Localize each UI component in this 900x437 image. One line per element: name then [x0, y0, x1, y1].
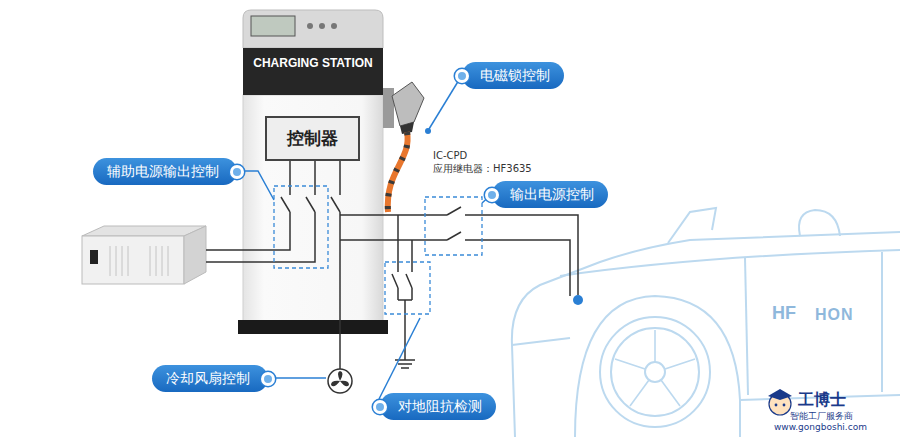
controller-box: 控制器 — [265, 116, 360, 161]
watermark: www.gongboshi.com — [774, 422, 867, 432]
dashed-group — [274, 186, 482, 314]
watermark: 工博士 — [798, 390, 846, 411]
node-text: 辅助电源输出控制 — [107, 163, 219, 179]
ring-marker — [373, 400, 387, 414]
station-title: CHARGING STATION — [253, 56, 373, 71]
ring-marker — [455, 69, 469, 83]
watermark: 智能工厂服务商 — [790, 411, 853, 421]
node-text: 控制器 — [287, 127, 338, 150]
relay-note: 应用继电器：HF3635 — [433, 163, 532, 175]
node-text: 电磁锁控制 — [480, 67, 550, 83]
node-text: 对地阻抗检测 — [398, 398, 482, 414]
car-logo: HF — [772, 303, 796, 324]
charge-port-dot — [573, 295, 583, 305]
leader-dot — [425, 128, 431, 134]
callout-pill: 输出电源控制 — [492, 181, 608, 208]
node-text: 冷却风扇控制 — [166, 370, 250, 386]
callout-pill: 对地阻抗检测 — [380, 393, 496, 420]
relay-note: IC-CPD — [433, 150, 467, 162]
ring-marker — [261, 372, 275, 386]
callout-pill: 电磁锁控制 — [462, 62, 564, 89]
ring-marker — [485, 188, 499, 202]
power-supply — [82, 226, 206, 284]
cooling-fan — [328, 369, 352, 393]
callout-pill: 辅助电源输出控制 — [93, 158, 237, 185]
node-text: 输出电源控制 — [510, 186, 594, 202]
charging-station — [238, 10, 424, 334]
car-logo: HON — [815, 306, 854, 324]
leader-line — [237, 75, 492, 399]
ring-marker — [230, 165, 244, 179]
watermark-icon — [768, 389, 792, 415]
callout-pill: 冷却风扇控制 — [152, 365, 268, 392]
